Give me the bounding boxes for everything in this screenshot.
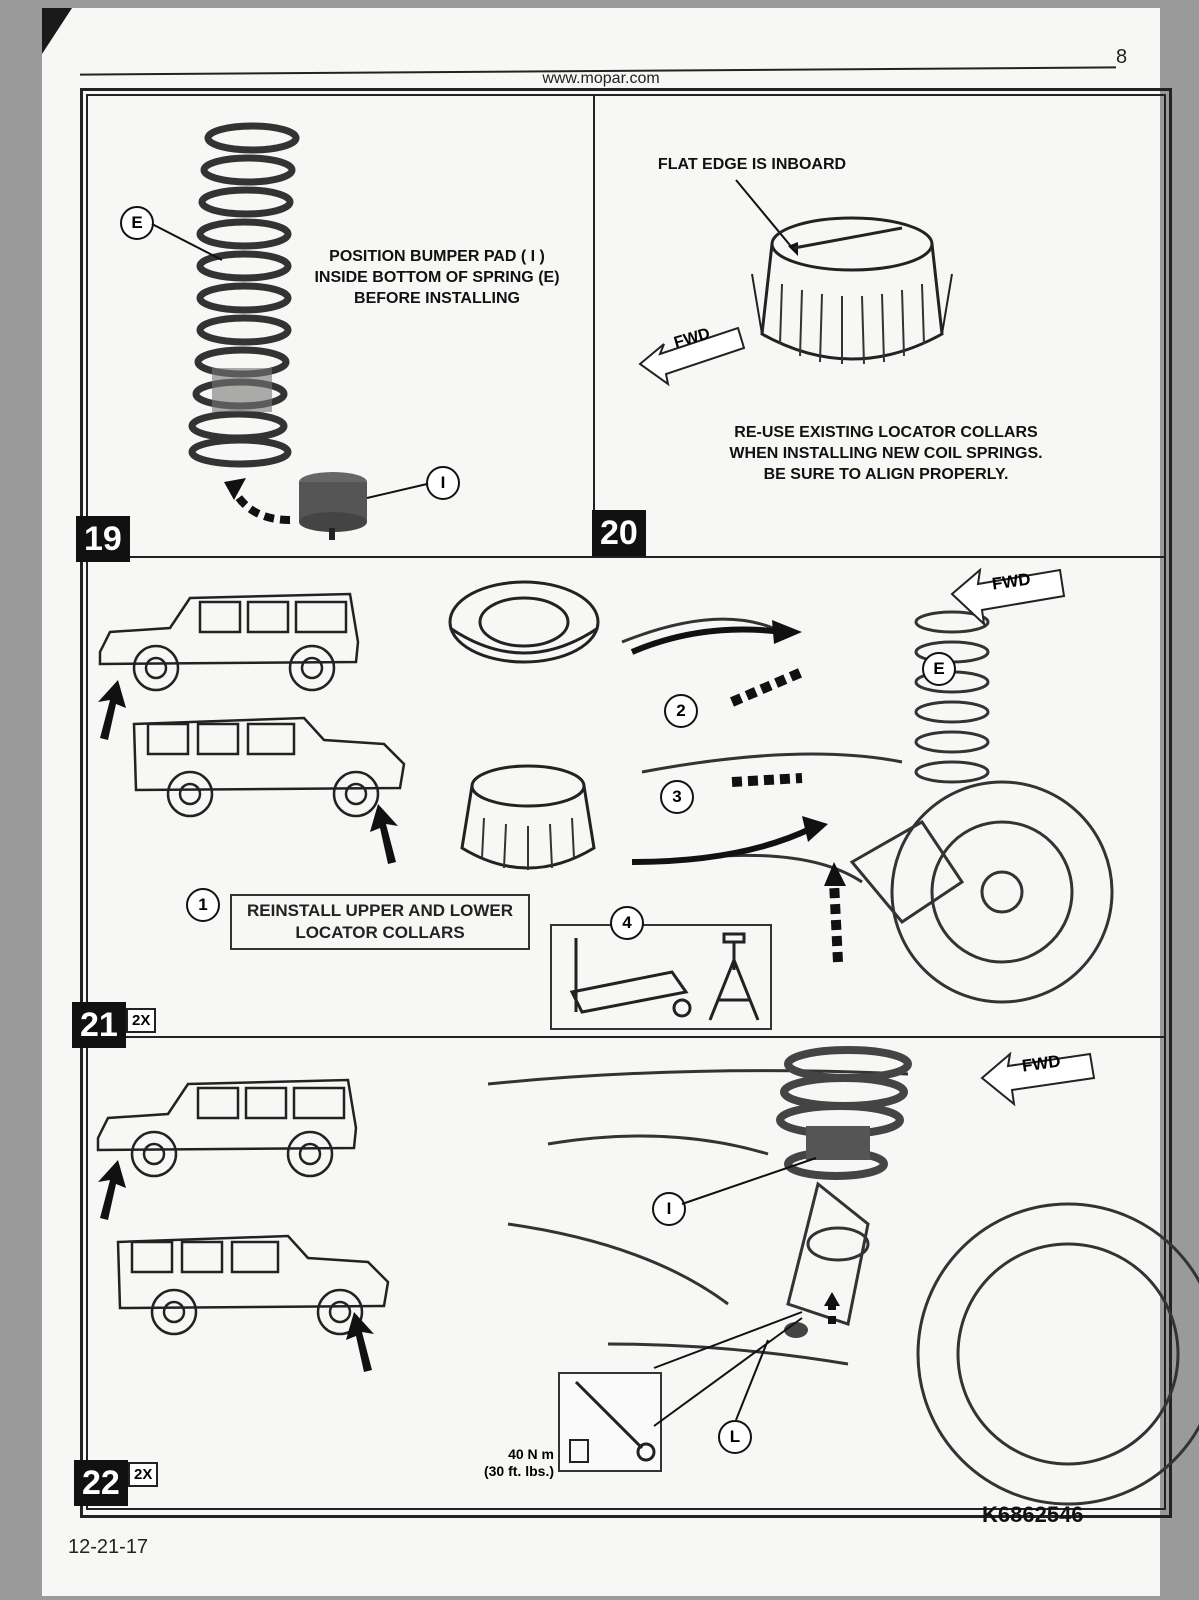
jack-stand-inset	[550, 924, 772, 1030]
insert-arrow-19	[224, 478, 291, 524]
suspension-assembly-22	[487, 1046, 1199, 1506]
step21-instruction: REINSTALL UPPER AND LOWER LOCATOR COLLAR…	[230, 894, 530, 950]
torque-nm: 40 N m	[508, 1446, 554, 1462]
fwd-arrow-21	[950, 567, 1066, 627]
bumper-pad-illustration	[299, 472, 367, 540]
step20-number: 20	[592, 510, 646, 556]
callout-i-pad-22: I	[652, 1192, 686, 1226]
upper-locator-collar-21	[448, 580, 600, 664]
callout-4: 4	[610, 906, 644, 940]
torque-wrench-icon	[569, 1380, 656, 1463]
step20-instruction: RE-USE EXISTING LOCATOR COLLARS WHEN INS…	[729, 424, 1043, 483]
divider-row2	[86, 1036, 1166, 1038]
jeep-side-view-rear	[132, 716, 406, 818]
fwd-arrow-20	[638, 326, 746, 387]
leader-line-i-19	[366, 483, 428, 499]
lift-arrow-front-22	[98, 1160, 126, 1220]
step21-number: 21	[72, 1002, 126, 1048]
step19-instruction: POSITION BUMPER PAD ( I ) INSIDE BOTTOM …	[314, 248, 560, 307]
torque-wrench-inset	[558, 1372, 662, 1472]
locator-collar-illustration	[751, 216, 953, 365]
header-url: www.mopar.com	[542, 70, 660, 87]
flat-edge-label: FLAT EDGE IS INBOARD	[657, 156, 847, 173]
step22-multiplier: 2X	[128, 1462, 159, 1487]
leader-line-i-22	[681, 1157, 817, 1205]
leader-line-l-22	[735, 1339, 769, 1421]
jack-stand-icon	[708, 932, 760, 1021]
jeep-side-view-front-22	[96, 1078, 358, 1178]
lift-arrow-rear-22	[346, 1312, 374, 1372]
suspension-assembly-21	[621, 610, 1114, 1004]
callout-2: 2	[664, 694, 698, 728]
lift-arrow-rear-21	[370, 804, 398, 864]
callout-e-spring-19: E	[120, 206, 154, 240]
page-number: 8	[1116, 46, 1128, 68]
page-corner-mark	[42, 8, 72, 54]
inner-frame	[86, 94, 1166, 1510]
coil-spring-illustration	[188, 122, 300, 468]
torque-ftlbs: (30 ft. lbs.)	[483, 1463, 554, 1479]
torque-spec: 40 N m (30 ft. lbs.)	[462, 1446, 554, 1480]
divider-row1	[86, 556, 1166, 558]
step22-number: 22	[74, 1460, 128, 1506]
jeep-side-view-rear-22	[116, 1234, 390, 1336]
footer-date: 12-21-17	[68, 1536, 149, 1558]
inset-leader-lines-22	[653, 1311, 803, 1427]
callout-3: 3	[660, 780, 694, 814]
divider-19-20	[593, 96, 595, 556]
step19-number: 19	[76, 516, 130, 562]
step21-multiplier: 2X	[126, 1008, 157, 1033]
callout-1: 1	[186, 888, 220, 922]
callout-i-pad-19: I	[426, 466, 460, 500]
jeep-side-view-front	[98, 592, 360, 692]
lower-locator-collar-21	[460, 764, 596, 870]
lift-arrow-front-21	[98, 680, 126, 740]
floor-jack-icon	[569, 938, 692, 1018]
flat-edge-leader	[735, 179, 798, 256]
instruction-page: 8 www.mopar.com E I	[42, 8, 1199, 1596]
leader-line-e-19	[151, 223, 223, 261]
footer-doc-code: K6862546	[982, 1502, 1084, 1527]
fwd-arrow-22	[980, 1051, 1096, 1107]
callout-e-spring-21: E	[922, 652, 956, 686]
outer-frame	[80, 88, 1172, 1518]
callout-l-nut-22: L	[718, 1420, 752, 1454]
